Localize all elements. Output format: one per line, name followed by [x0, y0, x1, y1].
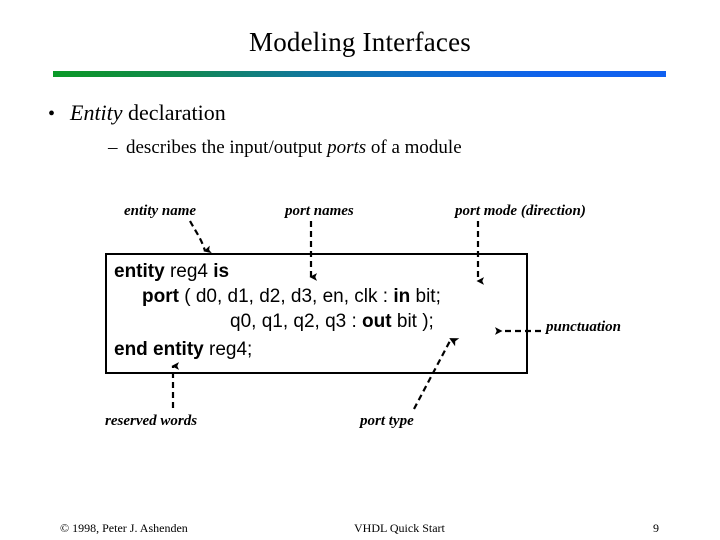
code-listing-box	[105, 253, 528, 374]
bullet-level1-rest: declaration	[122, 100, 226, 125]
footer-page-number: 9	[653, 521, 659, 535]
page-title: Modeling Interfaces	[249, 27, 471, 57]
bullet-level1: • Entity declaration	[48, 99, 226, 128]
bullet-level2-after: of a module	[366, 137, 462, 158]
callout-label-entity-name: entity name	[124, 203, 197, 219]
callout-label-reserved-words: reserved words	[105, 413, 198, 429]
bullet-level2: –describes the input/output ports of a m…	[108, 136, 462, 160]
footer-copyright: © 1998, Peter J. Ashenden	[60, 521, 188, 535]
callout-label-port-type: port type	[360, 413, 414, 429]
bullet-level2-before: describes the input/output	[126, 137, 328, 158]
callout-label-punctuation: punctuation	[546, 319, 622, 335]
bullet-dash-marker-icon: –	[108, 137, 118, 158]
bullet-level1-emphasis: Entity	[70, 100, 123, 125]
title-divider-rule	[53, 71, 666, 77]
bullet-marker-icon: •	[48, 103, 56, 125]
callout-label-port-mode: port mode (direction)	[455, 203, 586, 219]
callout-label-port-names: port names	[285, 203, 354, 219]
bullet-level2-emphasis: ports	[327, 137, 367, 158]
footer-title: VHDL Quick Start	[354, 521, 445, 535]
arrow-entity-name	[189, 220, 212, 254]
